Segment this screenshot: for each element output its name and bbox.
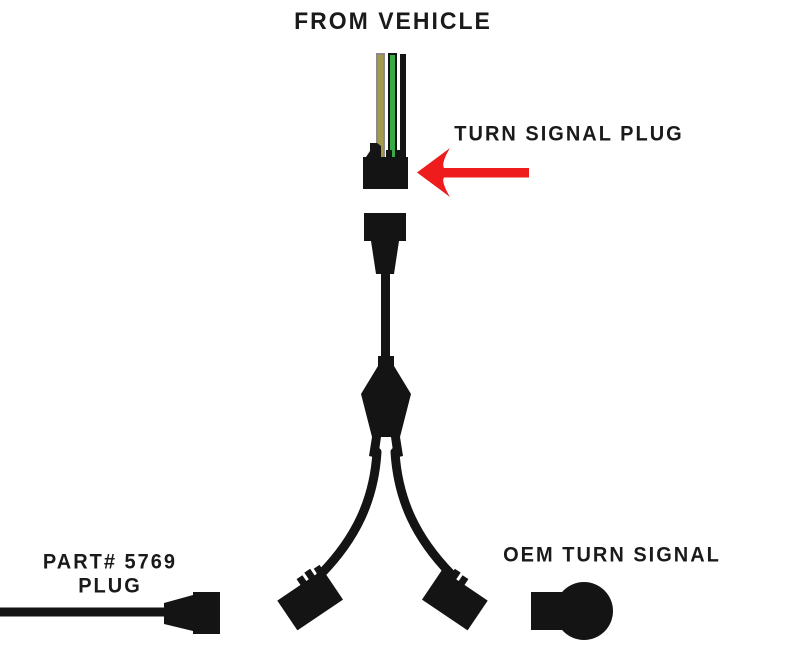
left-branch-cable xyxy=(316,447,382,579)
part-5769-plug-icon xyxy=(0,592,220,634)
splitter-icon xyxy=(361,356,411,437)
wire-tan-icon xyxy=(376,53,385,159)
red-arrow-icon xyxy=(417,148,529,197)
vehicle-wires xyxy=(376,53,406,159)
left-branch-connector-icon xyxy=(277,564,344,631)
part-plug-taper xyxy=(164,595,193,631)
part-plug-body xyxy=(193,592,220,634)
right-branch-connector-icon xyxy=(421,564,488,631)
turn-signal-plug-label: TURN SIGNAL PLUG xyxy=(454,123,684,146)
part-5769-plug-label: PART# 5769 PLUG xyxy=(22,551,198,599)
turn-signal-plug-icon xyxy=(363,143,408,189)
oem-turn-signal-label: OEM TURN SIGNAL xyxy=(503,544,721,567)
wire-green-icon xyxy=(388,53,397,159)
part-5769-plug-label-line1: PART# 5769 xyxy=(42,551,178,574)
right-branch-cable xyxy=(390,447,456,579)
adapter-connector-icon xyxy=(364,213,406,274)
oem-socket-bulb xyxy=(555,582,613,640)
from-vehicle-label: FROM VEHICLE xyxy=(294,7,492,35)
part-5769-plug-label-line2: PLUG xyxy=(78,574,142,598)
oem-turn-signal-icon xyxy=(531,582,613,640)
wire-black-icon xyxy=(400,54,406,158)
